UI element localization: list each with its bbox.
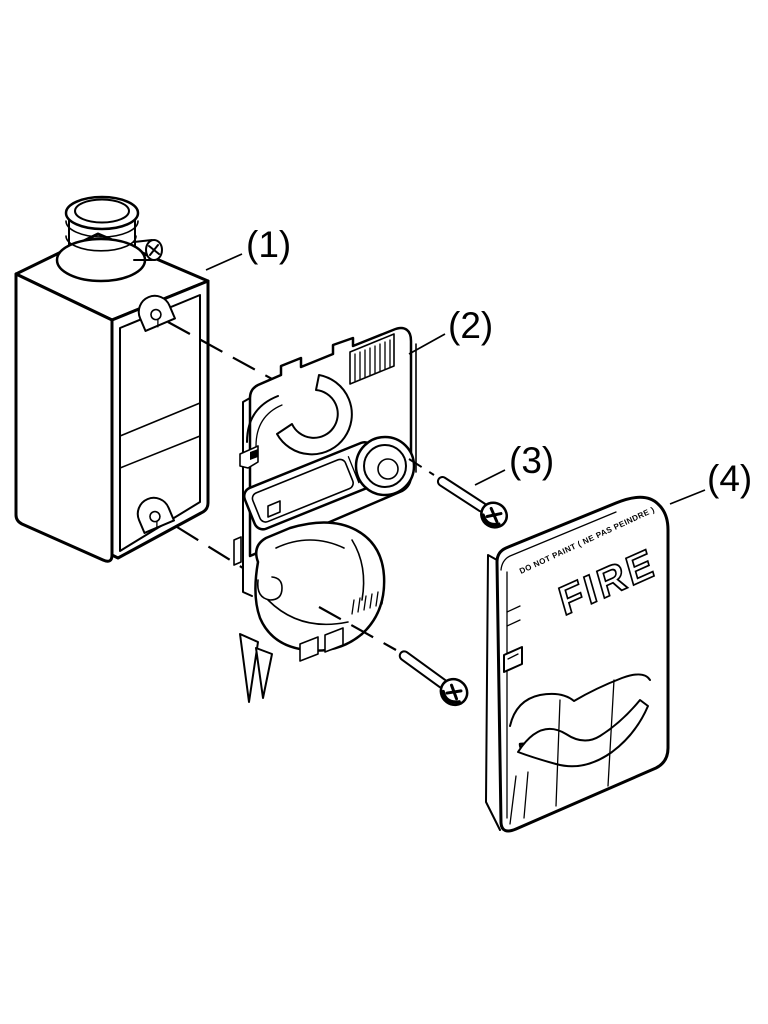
screw-shaft <box>436 476 488 513</box>
alignment-dashed-line-screw-lower <box>318 606 397 651</box>
leader-line-1 <box>205 253 243 271</box>
callout-3-label: (3) <box>509 440 554 481</box>
part-3-screw-upper <box>436 476 508 529</box>
horn-bell <box>254 521 386 652</box>
leader-line-3 <box>474 469 506 486</box>
phillips-cross-icon <box>485 506 503 524</box>
screw-shaft <box>398 650 448 689</box>
leader-line-4 <box>669 489 706 505</box>
part-4-fire-cover: DO NOT PAINT ( NE PAS PEINDRE ) FIRE <box>485 495 670 833</box>
terminal-block <box>349 333 395 385</box>
mounting-ear-top <box>137 294 176 332</box>
callout-4-label: (4) <box>707 458 752 499</box>
alignment-dashed-line-screw-upper <box>408 458 435 476</box>
leader-line-2 <box>408 333 446 355</box>
mounting-ear-bottom <box>136 496 175 534</box>
callout-1-label: (1) <box>246 224 291 265</box>
cover-slot <box>503 646 523 673</box>
mounting-foot <box>239 633 259 703</box>
back-box-side-wall <box>14 272 114 563</box>
left-slot <box>233 536 242 566</box>
hub-clamp-screw <box>133 239 163 261</box>
mounting-foot <box>255 647 273 699</box>
back-box-inner-rim <box>119 294 201 552</box>
horn-throat <box>276 374 353 456</box>
part-2-horn-strobe-device <box>233 326 417 703</box>
alignment-dashed-line-top <box>167 321 284 386</box>
sound-opening <box>509 673 651 825</box>
part-1-back-box <box>14 195 210 563</box>
phillips-cross-icon <box>445 683 463 701</box>
callouts: (1) (2) (3) (4) <box>205 224 752 505</box>
alignment-dashed-line-bottom <box>176 526 252 574</box>
conduit-hub <box>55 195 163 283</box>
strobe-lens <box>354 435 416 497</box>
callout-2-label: (2) <box>448 305 493 346</box>
device-marking-label <box>351 589 385 615</box>
part-3-screw-lower <box>398 650 469 707</box>
